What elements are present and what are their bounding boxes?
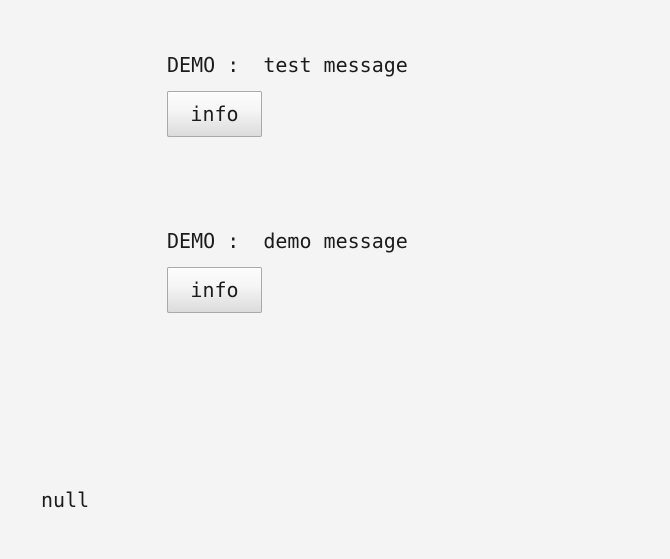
info-button-2[interactable]: info [167,267,262,313]
button-row-2: info [167,267,408,313]
message-prefix-2: DEMO : [167,229,264,253]
message-block-2: DEMO : demo message info [167,228,408,313]
footer-null-value: null [41,488,90,512]
message-line-2: DEMO : demo message [167,228,408,254]
message-text-1: test message [263,53,408,77]
info-button-1[interactable]: info [167,91,262,137]
message-block-1: DEMO : test message info [167,52,408,137]
button-row-1: info [167,91,408,137]
message-prefix-1: DEMO : [167,53,264,77]
message-line-1: DEMO : test message [167,52,408,78]
message-text-2: demo message [263,229,408,253]
